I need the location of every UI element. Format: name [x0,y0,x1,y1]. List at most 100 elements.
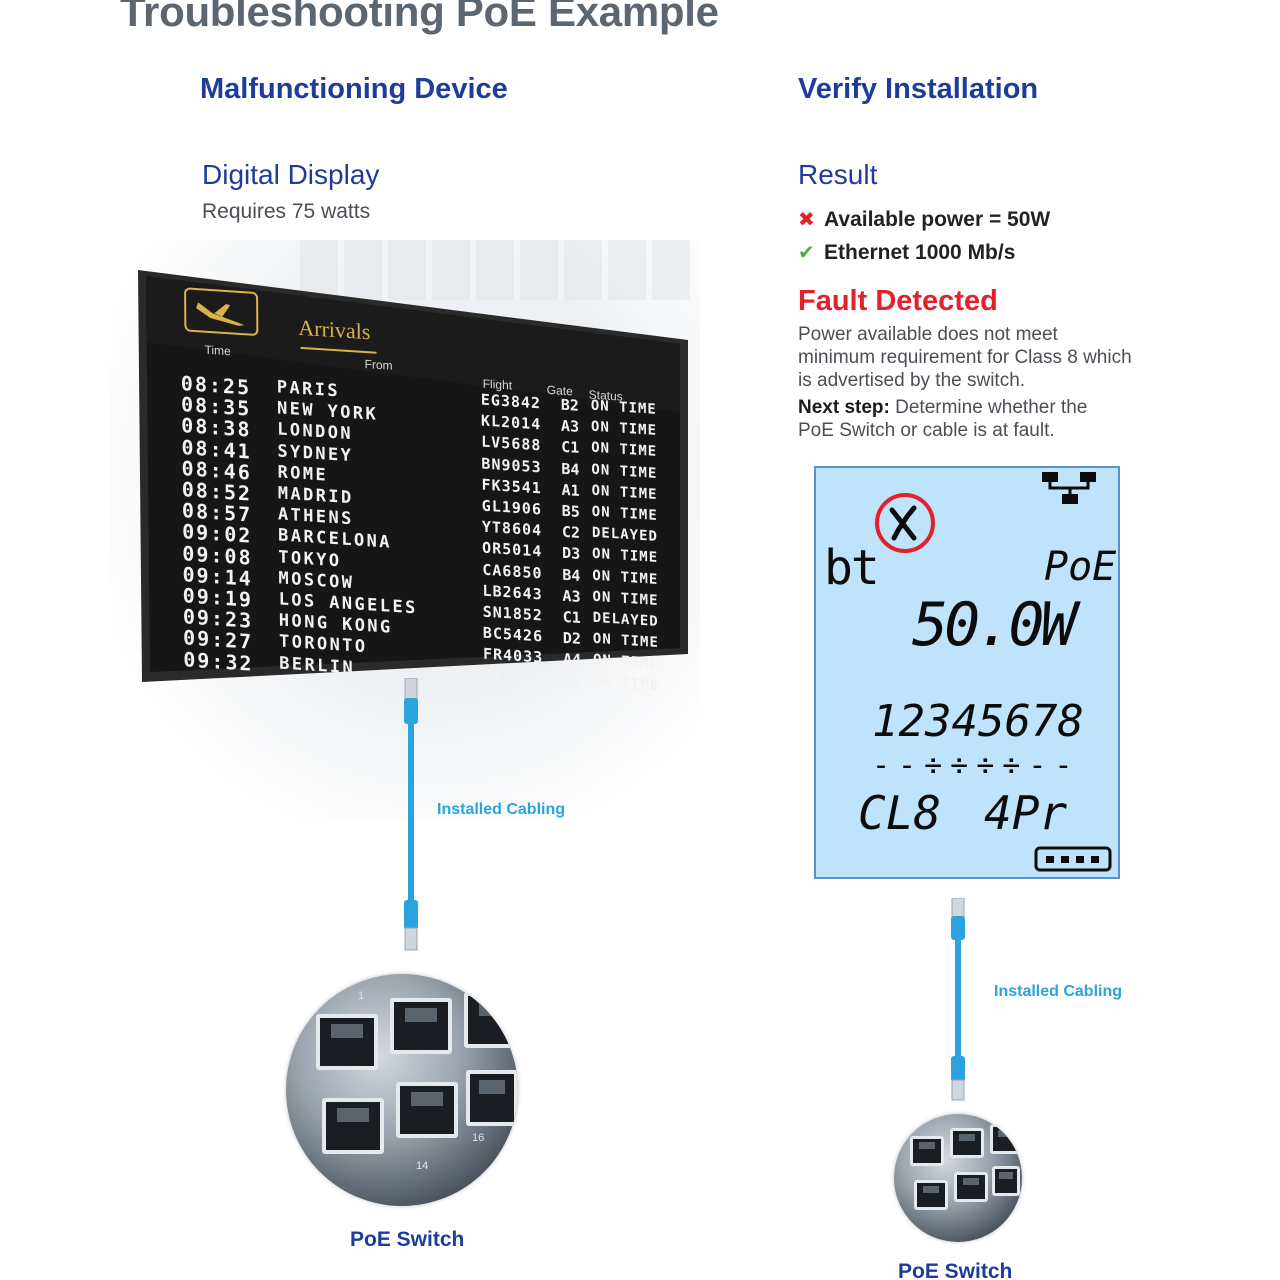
ethernet-port [322,1098,384,1154]
lcd-pins: 12345678 [872,696,1084,747]
arrival-flight: HK2851 [483,666,544,689]
arrival-gate: A3 [562,586,581,606]
result-heading: Result [798,159,878,190]
tester-lcd: bt PoE 50.0W 12345678 --÷÷÷÷-- CL8 4Pr [814,466,1120,879]
arrival-flight: BC5426 [482,623,544,646]
right-cable [951,898,965,1101]
arrival-gate: C2 [561,522,581,543]
ethernet-port [464,992,518,1048]
arrival-status: ON TIME [590,418,658,440]
lcd-protocol: PoE [1044,544,1117,590]
lcd-power: 50.0W [912,590,1077,660]
arrival-flight: LV5688 [481,432,542,455]
arrival-status: ON TIME [591,461,658,482]
result-ethernet: ✔ Ethernet 1000 Mb/s [798,240,1015,265]
arrival-gate: B4 [562,565,581,585]
arrival-flight: KL2014 [480,411,542,434]
ethernet-port [316,1014,378,1070]
ethernet-port [390,998,452,1054]
arrival-time: 09:32 [183,646,254,676]
power-requirement: Requires 75 watts [202,200,371,223]
arrival-gate: D2 [562,629,582,649]
arrival-flight: EG3842 [480,390,542,413]
fault-description: Power available does not meet minimum re… [798,323,1132,392]
arrival-gate: B4 [561,459,580,479]
ethernet-port [396,1082,458,1138]
arrival-gate: B2 [560,395,579,415]
lcd-mode: bt [824,540,880,596]
fail-icon: ✖ [798,209,815,231]
arrival-gate: A2 [563,671,582,691]
arrival-gate: A3 [560,416,580,437]
lcd-pairs: 4Pr [984,786,1068,840]
page-title: Troubleshooting PoE Example [120,0,719,35]
arrival-gate: D3 [562,544,581,564]
arrival-gate: A4 [562,650,582,670]
col-time: Time [204,342,231,359]
left-poe-switch-image: 1 14 16 [286,974,518,1206]
verify-installation-heading: Verify Installation [798,73,1039,105]
fault-line: Power available does not meet [798,324,1058,345]
result-power-text: Available power = 50W [824,208,1051,231]
col-from: From [364,356,393,373]
arrival-status: DELAYED [592,609,659,631]
left-cable-label: Installed Cabling [437,801,566,818]
left-cable [404,678,418,951]
ethernet-port [914,1180,948,1210]
arrival-flight: GL1906 [481,496,543,519]
next-step-text: Determine whether the [889,397,1088,418]
next-step-text-2: PoE Switch or cable is at fault. [798,420,1055,441]
arrival-status: ON TIME [591,482,658,503]
lcd-pair-marks: --÷÷÷÷-- [872,748,1081,783]
next-step: Next step: Determine whether the PoE Swi… [798,396,1087,442]
fault-detected-heading: Fault Detected [798,285,998,317]
ethernet-port [950,1128,984,1158]
next-step-label: Next step: [798,397,890,418]
arrival-flight: YT8604 [481,517,543,540]
ethernet-port [910,1136,944,1166]
result-ethernet-text: Ethernet 1000 Mb/s [824,241,1016,264]
arrival-status: ON TIME [592,567,659,588]
display-frame [138,270,688,682]
arrival-flight: FR4033 [482,645,544,667]
arrival-gate: B5 [561,501,580,521]
board-content: Arrivals Time From Flight Gate Status 08… [164,282,687,696]
result-power: ✖ Available power = 50W [798,207,1050,232]
arrival-flight: CA6850 [482,560,543,583]
arrival-gate: A1 [561,480,580,500]
arrival-status: ON TIME [590,397,657,418]
arrival-status: ON TIME [592,630,659,652]
digital-display-heading: Digital Display [202,159,380,190]
arrivals-display: Arrivals Time From Flight Gate Status 08… [120,262,700,694]
arrival-status: ON TIME [592,652,660,673]
right-switch-label: PoE Switch [898,1260,1013,1280]
ethernet-port [954,1172,988,1202]
fault-line: is advertised by the switch. [798,370,1026,391]
ethernet-port [990,1124,1020,1154]
fail-x-icon [875,493,935,553]
arrival-status: DELAYED [591,524,659,546]
arrivals-underline [300,346,377,354]
switch-icon [1034,846,1112,872]
arrival-flight: LB2643 [482,581,543,604]
right-cable-label: Installed Cabling [994,983,1123,1000]
port-number: 1 [358,990,365,1002]
airport-ceiling [300,240,690,300]
arrival-status: ON TIME [592,588,659,609]
ethernet-port [992,1166,1020,1196]
arrival-status: ON TIME [591,503,658,524]
arrivals-title: Arrivals [298,314,371,345]
arrival-city: PARIS [276,377,341,402]
arrival-gate: C1 [561,438,580,458]
arrival-city: TOKYO [278,546,342,572]
pass-icon: ✔ [798,242,815,264]
arrival-city: ROME [277,462,329,486]
arrival-flight: FK3541 [481,475,542,498]
port-number: 16 [472,1132,485,1144]
arrival-status: ON TIME [592,546,659,567]
arrival-gate: C1 [562,607,581,627]
left-switch-label: PoE Switch [350,1228,465,1251]
malfunctioning-device-heading: Malfunctioning Device [200,73,508,105]
lcd-class: CL8 [858,786,942,840]
ethernet-port [466,1070,518,1126]
